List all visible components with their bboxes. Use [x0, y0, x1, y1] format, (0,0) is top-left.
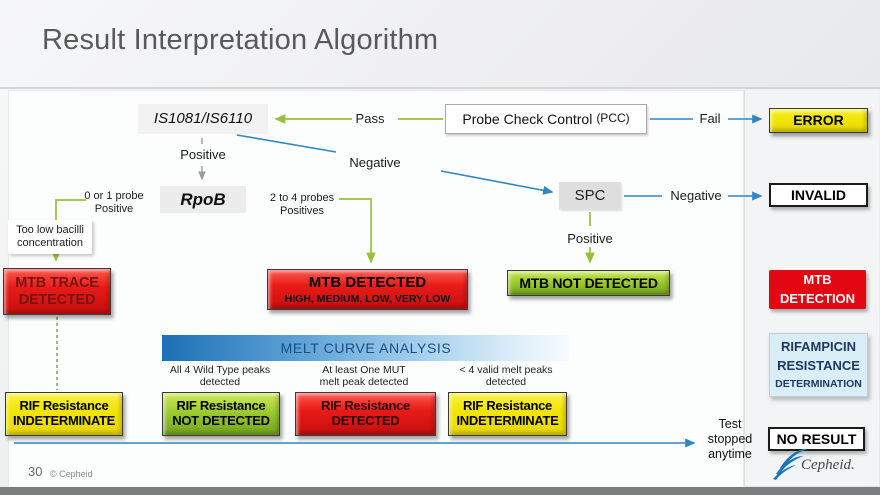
mtb-detected-title: MTB DETECTED — [308, 274, 427, 292]
bottom-bar — [0, 487, 880, 495]
node-rif-indeterminate-2: RIF Resistance INDETERMINATE — [448, 392, 567, 436]
cepheid-wordmark: Cepheid. — [801, 457, 855, 473]
node-invalid: INVALID — [769, 183, 868, 207]
edge-label-negative-pcc: Negative — [349, 154, 401, 170]
edge-label-positive-is: Positive — [180, 146, 226, 162]
melt-label-invalid-peaks: < 4 valid melt peaks detected — [459, 363, 553, 388]
melt-label-wild-type: All 4 Wild Type peaks detected — [169, 363, 271, 388]
edge-label-fail: Fail — [699, 110, 721, 126]
legend-rifampicin-resistance: RIFAMPICIN RESISTANCE DETERMINATION — [769, 333, 868, 397]
edge-label-positive-spc: Positive — [567, 230, 613, 246]
page-number: 30 — [28, 464, 43, 479]
rifampicin-line2: RESISTANCE — [777, 357, 860, 373]
title-separator — [0, 87, 880, 89]
cepheid-swoosh-icon — [773, 448, 808, 480]
melt-label-mut-peak: At least One MUT melt peak detected — [319, 363, 409, 388]
node-rif-indeterminate-1: RIF Resistance INDETERMINATE — [5, 392, 123, 436]
node-probe-check-control: Probe Check Control (PCC) — [445, 104, 647, 134]
edge-label-2-to-4-probes: 2 to 4 probes Positives — [269, 192, 335, 217]
node-spc: SPC — [559, 182, 621, 209]
page-title: Result Interpretation Algorithm — [42, 24, 439, 56]
node-rif-detected: RIF Resistance DETECTED — [295, 392, 436, 436]
note-test-stopped-anytime: Test stopped anytime — [707, 416, 753, 461]
node-mtb-trace-detected: MTB TRACE DETECTED — [3, 268, 111, 315]
node-rpob: RpoB — [160, 186, 246, 213]
rifampicin-line1: RIFAMPICIN — [780, 339, 857, 355]
note-too-low-bacilli: Too low bacilli concentration — [8, 220, 92, 254]
edge-label-pass: Pass — [355, 110, 385, 126]
node-error: ERROR — [769, 108, 868, 133]
node-rif-not-detected: RIF Resistance NOT DETECTED — [162, 392, 280, 436]
node-no-result: NO RESULT — [768, 427, 865, 451]
copyright: © Cepheid — [50, 469, 93, 479]
pcc-label: Probe Check Control — [462, 110, 593, 127]
node-mtb-detected: MTB DETECTED HIGH, MEDIUM, LOW, VERY LOW — [267, 269, 468, 310]
title-bar — [0, 0, 880, 87]
edge-label-negative-spc: Negative — [670, 187, 722, 203]
melt-curve-analysis-bar: MELT CURVE ANALYSIS — [162, 335, 570, 361]
legend-mtb-detection: MTB DETECTION — [769, 270, 866, 309]
mtb-detected-subtitle: HIGH, MEDIUM, LOW, VERY LOW — [284, 292, 451, 305]
pcc-abbrev: (PCC) — [596, 111, 630, 126]
node-is1081-is6110: IS1081/IS6110 — [138, 104, 268, 134]
edge-label-0-or-1-probe: 0 or 1 probe Positive — [84, 190, 144, 215]
rifampicin-line3: DETERMINATION — [775, 377, 862, 390]
node-mtb-not-detected: MTB NOT DETECTED — [507, 270, 670, 296]
node-is1081-label: IS1081/IS6110 — [153, 110, 253, 128]
